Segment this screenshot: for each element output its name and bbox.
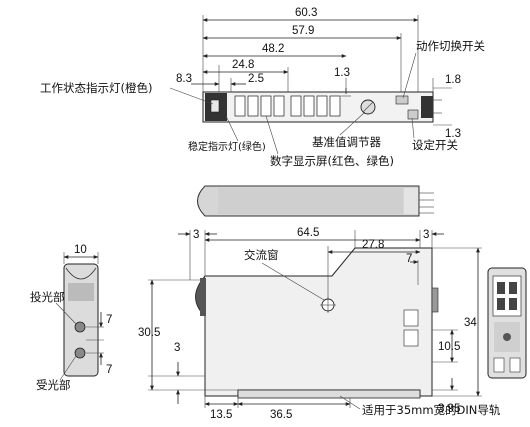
emitter-hole [74,321,86,333]
right-end-view [487,267,527,379]
dim-left-offset: 8.3 [176,73,192,85]
label-work-indicator: 工作状态指示灯(橙色) [40,81,152,95]
left-end-view: 10 7 7 投光部 受光部 [30,244,112,392]
label-emitter: 投光部 [30,290,65,304]
dim-height-total: 30.5 [138,327,160,339]
dim-height-right: 34 [464,317,477,329]
work-indicator-led [210,99,220,113]
label-reference-adjuster: 基准值调节器 [312,135,381,149]
dim-bottom-right: 3.95 [438,403,460,415]
dim-height-offset: 1.3 [334,67,350,79]
front-view-body [196,247,433,397]
set-switch-block [407,109,419,120]
dim-height-small: 3 [174,342,180,354]
label-window: 交流窗 [244,248,279,262]
dim-right-gap: 3 [423,229,429,241]
dim-length-3: 48.2 [262,43,284,55]
dim-emitter-offset: 7 [106,314,112,326]
label-mode-switch: 动作切换开关 [416,39,485,53]
front-view: 3 64.5 27.8 3 7 30.5 3 34 10.5 3.95 [138,227,501,421]
dim-bottom-mid: 36.5 [270,409,292,421]
side-view [197,185,434,217]
dim-right-offset-bottom: 1.3 [445,128,461,140]
dim-height-mid: 10.5 [438,341,460,353]
dim-overall-length: 60.3 [295,7,317,19]
dim-right-offset-top: 1.8 [445,74,461,86]
label-digital-display: 数字显示屏(红色、绿色) [270,154,394,168]
dim-left-gap: 3 [193,229,199,241]
dim-small-offset: 2.5 [248,73,264,85]
dim-length-2: 57.9 [292,25,314,37]
dim-left-width: 10 [74,244,87,256]
dim-window-offset: 7 [406,253,412,265]
dim-bottom-left: 13.5 [210,409,232,421]
label-din-rail: 适用于35mm宽的DIN导轨 [362,403,501,417]
label-stable-indicator: 稳定指示灯(绿色) [188,140,266,153]
label-receiver: 受光部 [36,378,71,392]
dim-length-main: 64.5 [297,227,319,239]
mode-switch-block [395,95,409,105]
label-set-switch: 设定开关 [412,138,458,152]
dim-length-upper: 27.8 [362,239,384,251]
dim-display-offset: 24.8 [232,59,254,71]
top-view: 60.3 57.9 48.2 24.8 8.3 2.5 1.3 1.8 1.3 … [40,7,485,168]
dim-receiver-offset: 7 [106,364,112,376]
digital-display [234,95,341,117]
receiver-hole [74,347,86,359]
